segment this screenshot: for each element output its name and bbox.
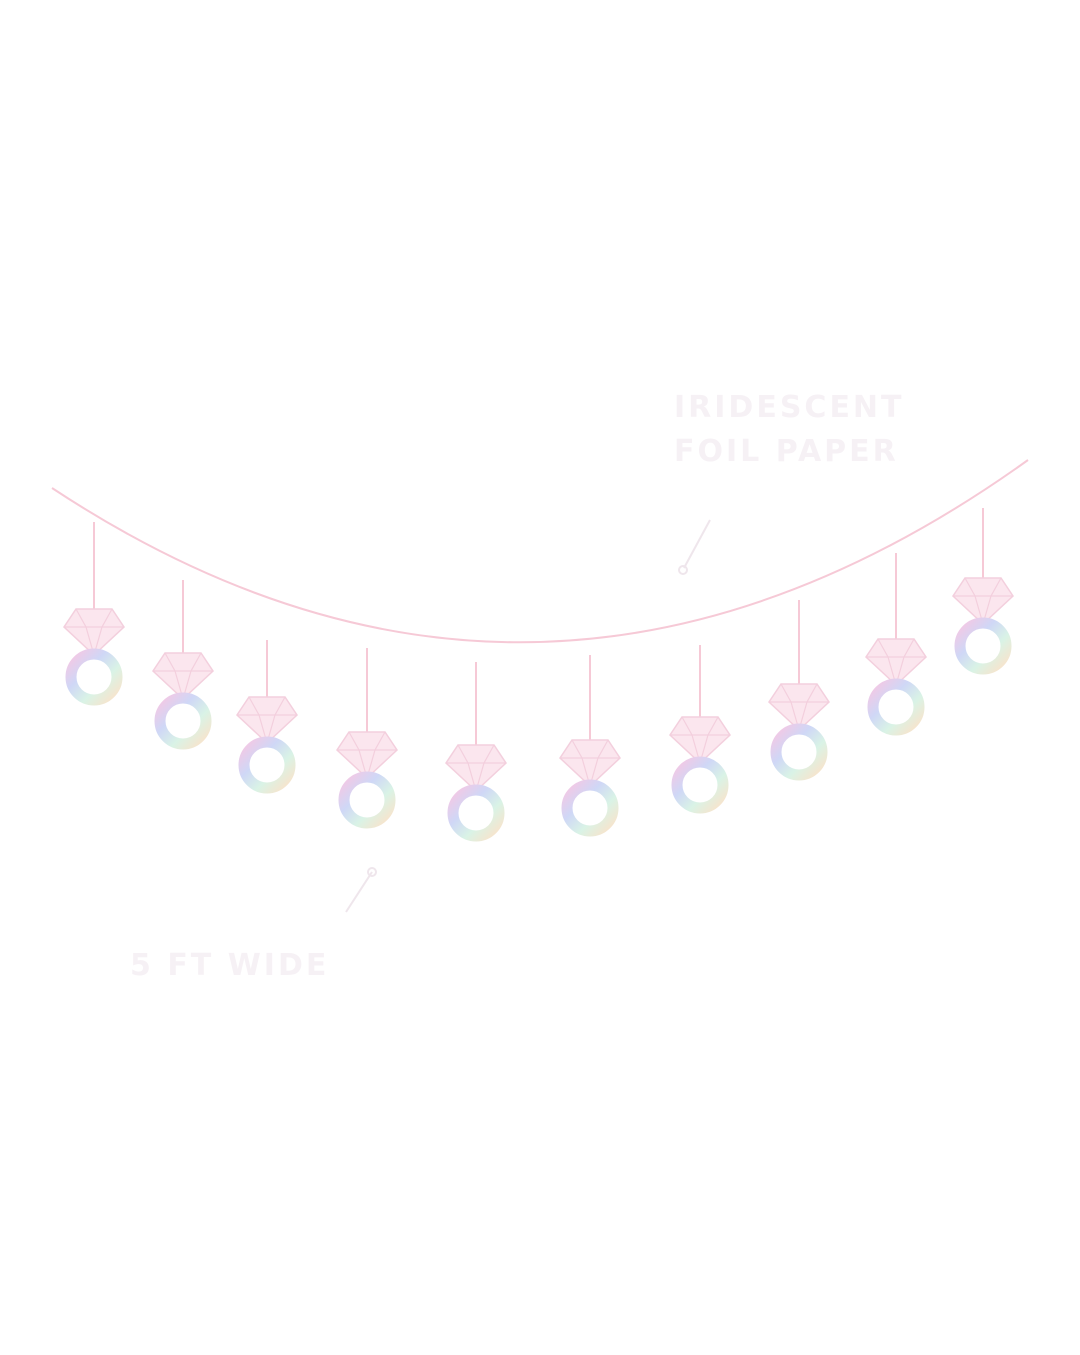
diamond-icon xyxy=(952,577,1014,626)
ring-band-icon xyxy=(338,771,396,829)
ring-band-icon xyxy=(561,779,619,837)
ring-band-icon xyxy=(238,736,296,794)
ring-charm xyxy=(952,508,1014,675)
ring-charm xyxy=(559,655,621,837)
size-caption: 5 FT WIDE xyxy=(130,948,330,983)
foil-leader-dot xyxy=(678,565,688,575)
ring-band-icon xyxy=(671,756,729,814)
foil-leader-line xyxy=(683,519,711,569)
diamond-icon xyxy=(865,638,927,687)
ring-charms xyxy=(63,508,1014,842)
material-caption: IRIDESCENT FOIL PAPER xyxy=(674,386,905,474)
material-caption-line1: IRIDESCENT xyxy=(674,390,905,425)
diamond-icon xyxy=(669,716,731,765)
ring-charm xyxy=(336,648,398,829)
width-leader-line xyxy=(345,871,373,913)
ring-charm xyxy=(669,645,731,814)
ring-charm xyxy=(865,553,927,736)
ring-band-icon xyxy=(154,692,212,750)
ring-charm xyxy=(63,522,125,706)
garland-string xyxy=(51,459,1029,644)
ring-charm xyxy=(445,662,507,842)
ring-band-icon xyxy=(954,617,1012,675)
ring-charm xyxy=(152,580,214,750)
ring-band-icon xyxy=(867,678,925,736)
width-leader-dot xyxy=(367,867,377,877)
diamond-icon xyxy=(236,696,298,745)
ring-band-icon xyxy=(770,723,828,781)
ring-charm xyxy=(768,600,830,781)
diamond-icon xyxy=(445,744,507,793)
ring-band-icon xyxy=(65,648,123,706)
diamond-icon xyxy=(559,739,621,788)
ring-band-icon xyxy=(447,784,505,842)
diamond-icon xyxy=(336,731,398,780)
diamond-icon xyxy=(63,608,125,657)
ring-charm xyxy=(236,640,298,794)
diamond-icon xyxy=(768,683,830,732)
diamond-icon xyxy=(152,652,214,701)
material-caption-line2: FOIL PAPER xyxy=(674,434,899,469)
